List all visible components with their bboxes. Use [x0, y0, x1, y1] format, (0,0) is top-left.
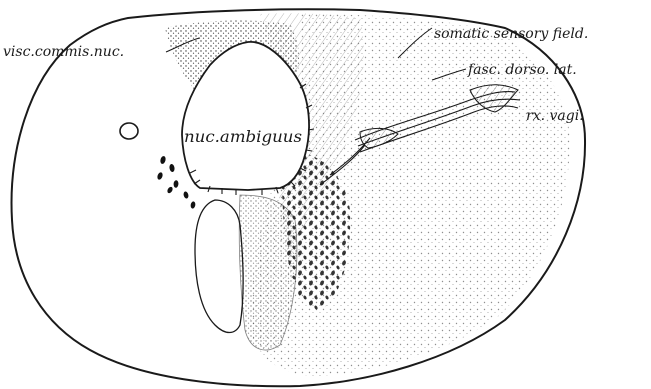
- label-fasc-dorso-lat: fasc. dorso. lat.: [467, 62, 577, 78]
- small-oval: [120, 123, 138, 139]
- label-nuc-ambiguus: nuc.ambiguus: [184, 127, 302, 146]
- label-visc-commis-nuc: visc.commis.nuc.: [3, 44, 124, 60]
- label-rx-vagi: rx. vagi.: [526, 108, 584, 124]
- label-somatic-sensory-field: somatic sensory field.: [434, 26, 588, 42]
